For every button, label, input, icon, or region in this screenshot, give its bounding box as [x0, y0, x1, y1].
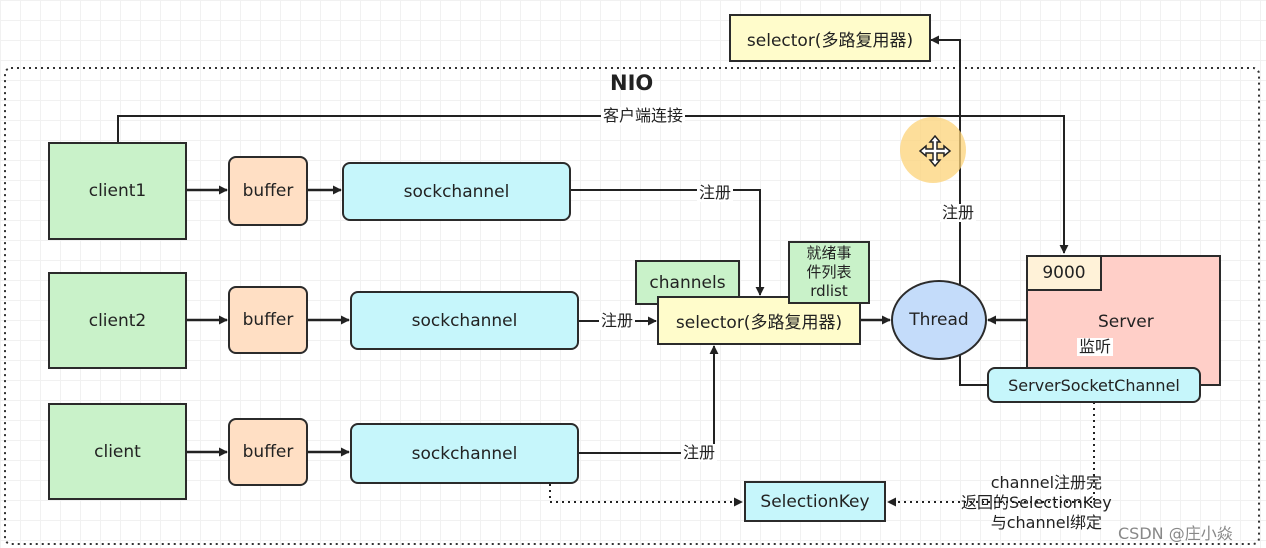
buffer-box-3[interactable]: buffer [228, 418, 308, 486]
diagram-title: NIO [610, 71, 654, 95]
client2-box[interactable]: client2 [48, 272, 187, 369]
rdlist-box[interactable]: 就绪事 件列表 rdlist [788, 241, 870, 304]
register-label-2: 注册 [599, 311, 636, 330]
edge-register-1 [570, 189, 765, 296]
thread-node[interactable]: Thread [891, 280, 987, 360]
sockchannel-box-1[interactable]: sockchannel [342, 162, 571, 221]
buffer-box-1[interactable]: buffer [228, 156, 308, 226]
selectionkey-box[interactable]: SelectionKey [744, 481, 886, 522]
sockchannel-box-2[interactable]: sockchannel [350, 291, 579, 350]
client-connect-label: 客户端连接 [601, 106, 686, 125]
buffer-box-2[interactable]: buffer [228, 286, 308, 354]
register-label-3: 注册 [681, 443, 718, 462]
rdlist-line-3: rdlist [810, 282, 848, 300]
edge-client-connect [117, 115, 1069, 254]
edge-register-3 [578, 345, 719, 454]
move-cursor-icon [918, 134, 952, 168]
client1-box[interactable]: client1 [48, 142, 187, 240]
port-box[interactable]: 9000 [1026, 255, 1102, 291]
server-label: Server [1098, 312, 1154, 332]
edge-sock-selectionkey [549, 484, 743, 507]
rdlist-line-1: 就绪事 [806, 244, 852, 262]
serversocketchannel-box[interactable]: ServerSocketChannel [987, 367, 1201, 403]
client3-box[interactable]: client [48, 403, 187, 500]
register-label-server: 注册 [940, 203, 977, 222]
note-line-1: channel注册完 [990, 473, 1103, 492]
rdlist-line-2: 件列表 [806, 263, 852, 281]
sockchannel-box-3[interactable]: sockchannel [350, 423, 579, 484]
center-selector-box[interactable]: selector(多路复用器) [657, 296, 861, 345]
note-line-2: 返回的SelectionKey [961, 493, 1112, 512]
nio-container [4, 67, 1260, 545]
listen-label: 监听 [1077, 337, 1114, 356]
watermark: CSDN @庄小焱 [1118, 524, 1233, 543]
note-line-3: 与channel绑定 [990, 513, 1103, 532]
register-label-1: 注册 [697, 183, 734, 202]
selectionkey-note: channel注册完 返回的SelectionKey 与channel绑定 [961, 473, 1114, 533]
top-selector-box[interactable]: selector(多路复用器) [729, 14, 931, 62]
